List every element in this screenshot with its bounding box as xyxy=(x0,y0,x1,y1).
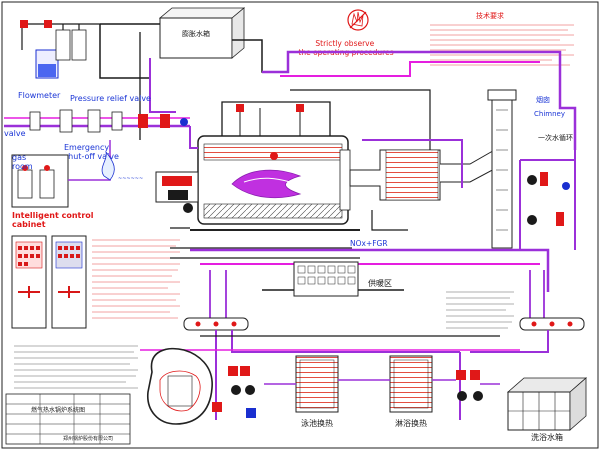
company-name: 郑州锅炉股份有限公司 xyxy=(63,435,113,442)
shower-hx-label: 淋浴换热 xyxy=(395,418,427,428)
pump-icon xyxy=(456,370,483,401)
hand-warning-icon xyxy=(347,9,369,31)
technical-specs: 技术要求 xyxy=(430,11,574,66)
gas-train-valves xyxy=(29,109,188,133)
emergency-valve-label: Emergency shut-off valve xyxy=(64,143,119,161)
pool-hx-label: 泳池换热 xyxy=(301,418,333,428)
heating-zone-label: 供暖区 xyxy=(368,278,392,288)
primary-loop-label: 一次水循环 xyxy=(538,133,573,142)
gas-room-label: gas room xyxy=(12,153,33,171)
notes-bottom xyxy=(14,345,138,389)
economizer xyxy=(349,147,501,201)
supply-header xyxy=(190,248,550,292)
flowmeter-label: Flowmeter xyxy=(18,91,61,100)
notes-right xyxy=(446,291,514,329)
burner xyxy=(155,171,199,213)
right-manifold xyxy=(519,317,585,331)
bath-water-tank xyxy=(506,377,588,431)
pump-icon xyxy=(527,172,570,226)
nox-label: NOx+FGR xyxy=(350,239,388,248)
left-manifold xyxy=(183,317,249,331)
warning-text: Strictly observe the operating procedure… xyxy=(298,39,393,57)
swimming-pool xyxy=(147,347,213,425)
chimney-cn-label: 烟囱 xyxy=(536,95,550,104)
spec-title: 技术要求 xyxy=(476,11,504,20)
pipe-return-main xyxy=(262,50,577,150)
bath-tank-label: 洗浴水箱 xyxy=(531,432,563,442)
chimney-en-label: Chimney xyxy=(534,110,565,118)
pool-heat-exchanger xyxy=(295,355,339,413)
expansion-tank: 膨胀水箱 xyxy=(158,7,246,59)
cabinet-label: Intelligent control cabinet xyxy=(12,211,96,229)
notes-left xyxy=(92,239,180,319)
svg-text:~~~~~~: ~~~~~~ xyxy=(118,176,143,182)
pump-icon xyxy=(212,366,256,418)
shower-heat-exchanger xyxy=(389,355,433,413)
gas-room xyxy=(11,140,111,208)
boiler-top-piping xyxy=(221,101,331,160)
title-block xyxy=(5,393,131,445)
pressure-relief-label: Pressure relief valve xyxy=(70,94,151,103)
flame-icon: ~~~~~~ xyxy=(101,151,143,182)
water-treatment-unit xyxy=(20,20,100,79)
valve-label: valve xyxy=(4,129,26,138)
expansion-tank-label: 膨胀水箱 xyxy=(182,29,210,38)
lower-distribution xyxy=(215,330,549,420)
control-cabinet-right xyxy=(51,235,87,329)
chimney xyxy=(487,89,517,249)
drawing-title: 燃气热水锅炉系统图 xyxy=(31,406,85,414)
boiler-body xyxy=(197,135,351,225)
control-cabinet-left xyxy=(11,235,47,329)
heating-building xyxy=(293,261,359,297)
